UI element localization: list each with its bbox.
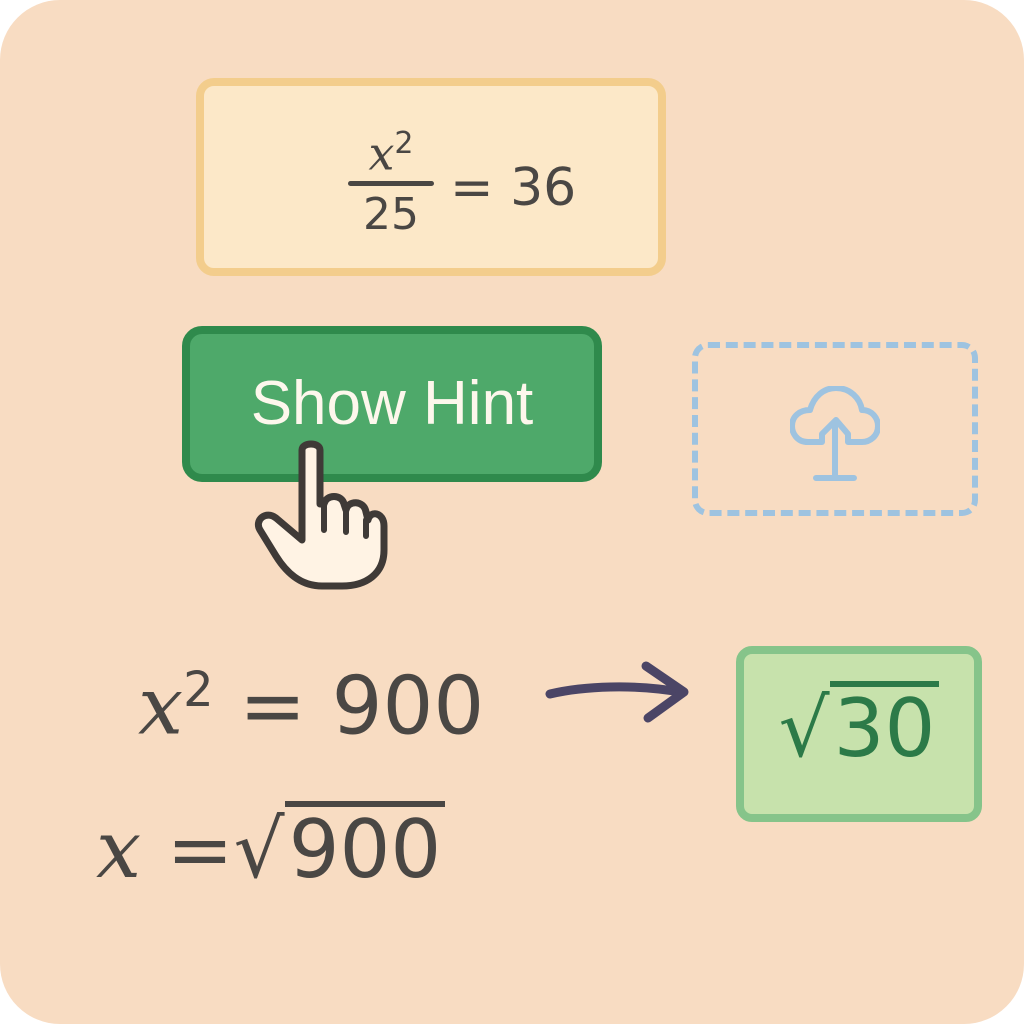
step1-variable: x (138, 659, 184, 753)
answer-radical-sign: √ (778, 682, 830, 775)
upload-icon (790, 386, 880, 481)
pointer-hand-icon (255, 440, 388, 590)
show-hint-button[interactable]: Show Hint (182, 326, 602, 482)
numerator-exponent: 2 (394, 126, 414, 161)
upload-drop-zone[interactable] (692, 342, 978, 516)
work-step-squared: x2 = 900 (138, 640, 484, 757)
step1-rhs: = 900 (239, 659, 485, 753)
fraction-bar (348, 181, 434, 187)
arrow-right-icon (545, 661, 689, 723)
step2-lhs: x = (96, 803, 234, 896)
work-step-root: x =√900 (96, 800, 446, 900)
step1-exponent: 2 (183, 662, 214, 718)
fraction: x2 25 (348, 118, 434, 240)
step2-radicand: 900 (284, 801, 446, 893)
problem-rhs: = 36 (450, 158, 577, 218)
fraction-numerator: x2 (348, 118, 434, 179)
problem-equation-box: x2 25 = 36 (196, 78, 666, 276)
fraction-denominator: 25 (363, 189, 419, 241)
numerator-variable: x (368, 126, 395, 181)
step2-radical-sign: √ (233, 803, 285, 896)
answer-radicand: 30 (829, 681, 940, 771)
answer-box: √30 (736, 646, 982, 822)
